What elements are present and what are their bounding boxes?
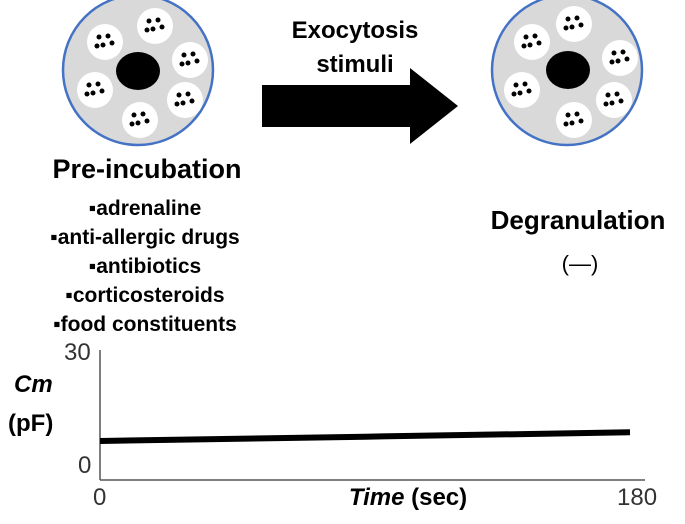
granule [87, 24, 123, 60]
pre-incubation-title: Pre-incubation [52, 154, 242, 184]
list-item: ▪antibiotics [88, 255, 202, 278]
x-axis-label: Time (sec) [298, 484, 518, 512]
granule [602, 40, 638, 76]
list-item: ▪adrenaline [88, 197, 202, 220]
granule [556, 6, 592, 42]
granule [556, 102, 592, 138]
stimulus-arrow [262, 68, 458, 144]
degranulation-value: (—) [561, 251, 599, 276]
y-tick-label: 0 [78, 452, 92, 479]
granule [504, 72, 540, 108]
granule [172, 42, 208, 78]
granule [596, 82, 632, 118]
granule [77, 72, 113, 108]
pre-incubation-list: ▪adrenaline ▪anti-allergic drugs ▪antibi… [10, 194, 280, 339]
y-tick-label: 30 [64, 339, 91, 366]
nucleus [116, 52, 160, 90]
x-axis-label-unit: (sec) [411, 484, 468, 511]
cm-trace [99, 429, 631, 444]
degranulation-title: Degranulation [490, 205, 666, 235]
x-axis-label-italic: Time [348, 484, 405, 511]
list-item: ▪food constituents [53, 313, 237, 336]
list-item: ▪corticosteroids [65, 284, 225, 307]
x-tick-label: 180 [617, 484, 658, 511]
granule [514, 24, 550, 60]
granule [122, 102, 158, 138]
nucleus [546, 51, 590, 89]
chart [99, 350, 645, 481]
cell-before [61, 0, 215, 147]
y-axis-unit: (pF) [8, 410, 54, 437]
x-tick-label: 0 [93, 484, 107, 511]
granule [137, 8, 173, 44]
y-axis-label: Cm [14, 371, 53, 398]
exocytosis-stimuli-label: Exocytosis stimuli [291, 17, 419, 78]
cell-after [490, 0, 644, 147]
granule [167, 82, 203, 118]
list-item: ▪anti-allergic drugs [50, 226, 240, 249]
